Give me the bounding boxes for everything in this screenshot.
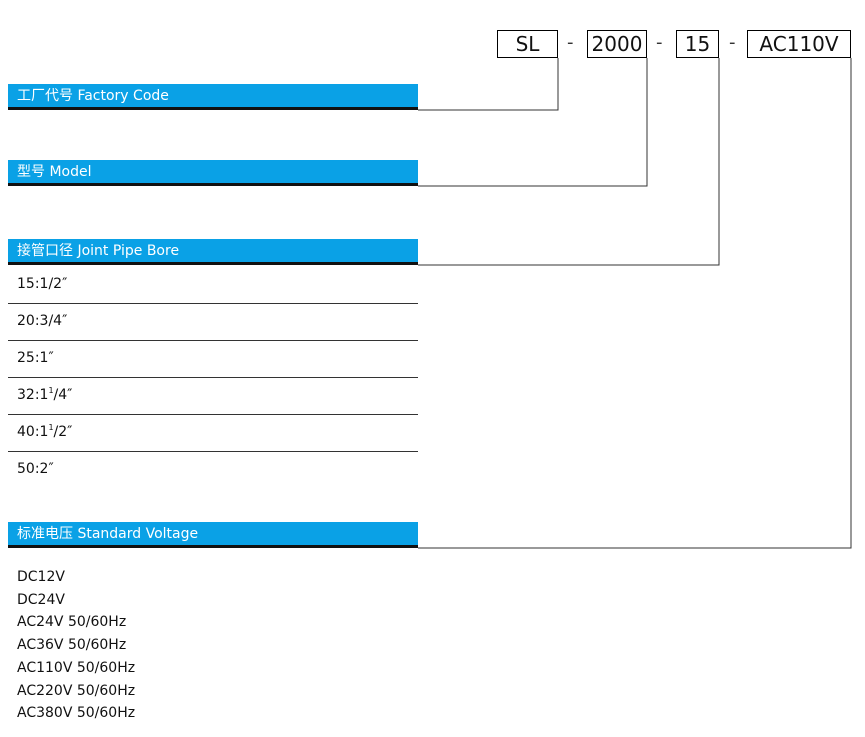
voltage-item: DC12V [17,569,65,585]
code-box-bore: 15 [676,30,719,58]
pipe-bore-row: 20:3/4″ [8,304,418,341]
pipe-bore-row: 50:2″ [17,461,54,477]
code-separator-1: - [567,32,574,53]
connector-model [418,58,648,187]
pipe-bore-row: 40:11/2″ [8,415,418,452]
voltage-item: AC220V 50/60Hz [17,682,136,699]
voltage-item: AC36V 50/60Hz [17,637,127,654]
connector-pipe-bore [418,58,720,266]
voltage-item: AC110V 50/60Hz [17,659,136,676]
code-box-model: 2000 [587,30,647,58]
voltage-item: AC24V 50/60Hz [17,614,127,631]
code-box-factory: SL [497,30,558,58]
section-factory-code: 工厂代号 Factory Code [8,84,418,110]
pipe-bore-row: 32:11/4″ [8,378,418,415]
connector-voltage [418,58,852,549]
connector-factory-code [418,58,559,111]
voltage-item: DC24V [17,591,65,608]
code-separator-2: - [656,32,663,53]
voltage-list: DC12V DC24V AC24V 50/60Hz AC36V 50/60Hz … [17,566,135,725]
section-pipe-bore: 接管口径 Joint Pipe Bore [8,239,418,265]
voltage-item: AC380V 50/60Hz [17,705,136,722]
pipe-bore-row: 15:1/2″ [8,267,418,304]
section-model: 型号 Model [8,160,418,186]
code-separator-3: - [729,32,736,53]
pipe-bore-row: 25:1″ [8,341,418,378]
section-voltage: 标准电压 Standard Voltage [8,522,418,548]
code-box-voltage: AC110V [747,30,851,58]
